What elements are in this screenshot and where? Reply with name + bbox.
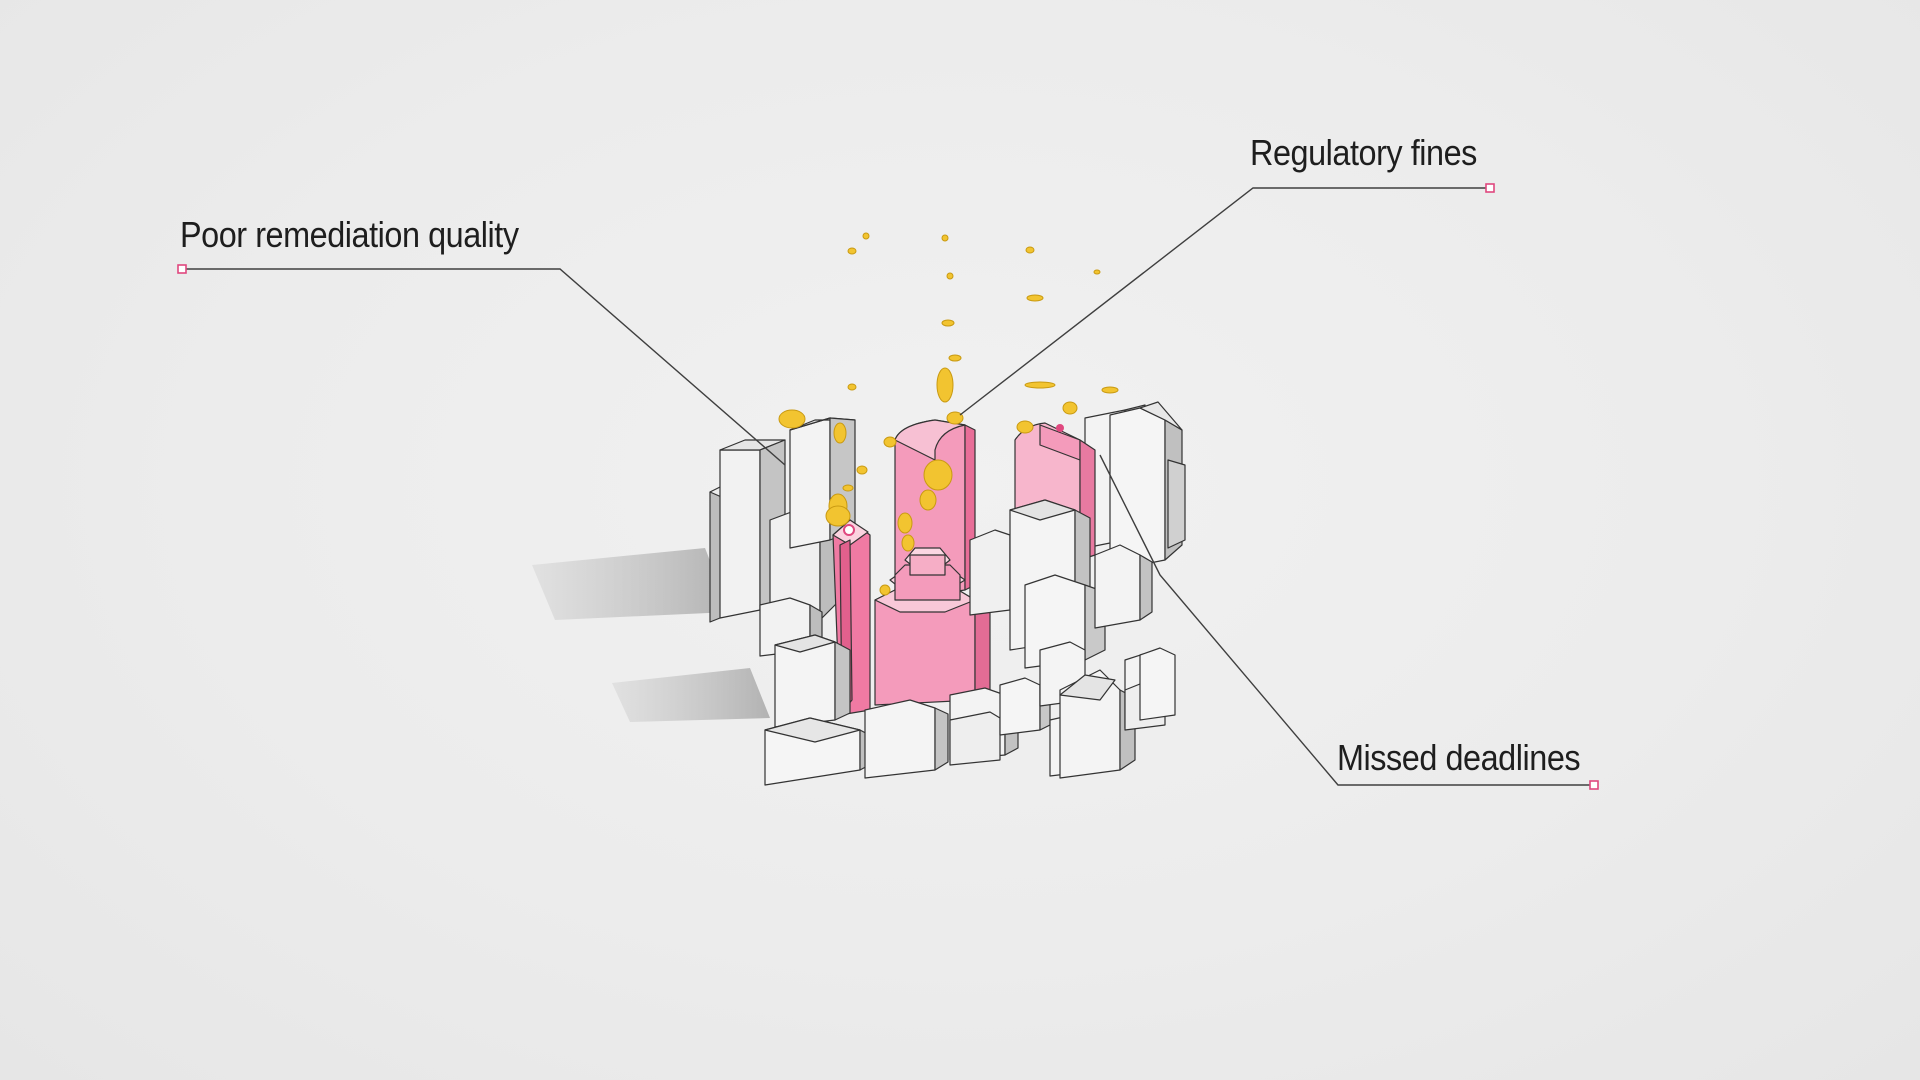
callout-poor-remediation-quality: Poor remediation quality [180,214,519,255]
callout-regulatory-fines: Regulatory fines [1250,132,1477,173]
marker-missed-deadlines [1589,780,1599,790]
callout-leader-lines [182,187,1594,786]
callout-end-markers [177,183,1599,790]
buildings-back-row [709,401,1186,626]
buildings-front-row [759,597,1176,786]
marker-regulatory-fines [1485,183,1495,193]
buildings-middle-row [969,499,1153,669]
building-shadows [532,548,770,722]
tower-markers [843,424,1064,536]
leader-regulatory-fines [959,187,1490,416]
marker-poor-remediation [177,264,187,274]
callout-missed-deadlines: Missed deadlines [1337,737,1581,778]
flying-coins [778,232,1119,596]
leader-missed-deadlines [1099,454,1594,786]
leader-poor-remediation [182,268,786,466]
pink-highlighted-towers [832,419,1096,716]
